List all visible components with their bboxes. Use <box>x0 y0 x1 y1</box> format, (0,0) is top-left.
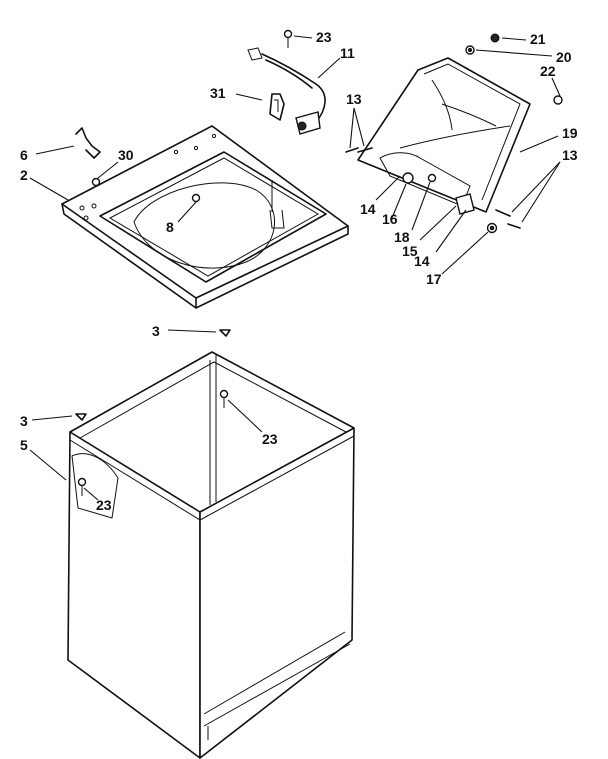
callout-14-left: 14 <box>360 201 376 217</box>
callout-30: 30 <box>118 147 134 163</box>
callout-17: 17 <box>426 271 442 287</box>
lid <box>357 57 531 213</box>
callout-8: 8 <box>166 219 174 235</box>
callout-15: 15 <box>402 243 418 259</box>
callout-3-front: 3 <box>20 413 28 429</box>
hardware <box>75 29 563 496</box>
callout-23-rear: 23 <box>262 431 278 447</box>
callout-31: 31 <box>210 85 226 101</box>
callout-20: 20 <box>556 49 572 65</box>
callout-labels: 23 11 21 20 22 31 13 19 13 6 30 2 14 16 … <box>20 29 578 513</box>
callout-23-side: 23 <box>96 497 112 513</box>
callout-13-right: 13 <box>562 147 578 163</box>
callout-2: 2 <box>20 167 28 183</box>
callout-5: 5 <box>20 437 28 453</box>
callout-21: 21 <box>530 31 546 47</box>
cabinet <box>67 351 355 759</box>
lid-switch-assembly <box>247 47 326 135</box>
callout-6: 6 <box>20 147 28 163</box>
callout-13-left: 13 <box>346 91 362 107</box>
callout-16: 16 <box>382 211 398 227</box>
callout-18: 18 <box>394 229 410 245</box>
callout-14-right: 14 <box>414 253 430 269</box>
callout-19: 19 <box>562 125 578 141</box>
callout-23-top: 23 <box>316 29 332 45</box>
washer-top <box>61 125 349 309</box>
callout-3-rear: 3 <box>152 323 160 339</box>
callout-22: 22 <box>540 63 556 79</box>
leader-lines <box>29 35 561 501</box>
callout-11: 11 <box>340 45 355 61</box>
